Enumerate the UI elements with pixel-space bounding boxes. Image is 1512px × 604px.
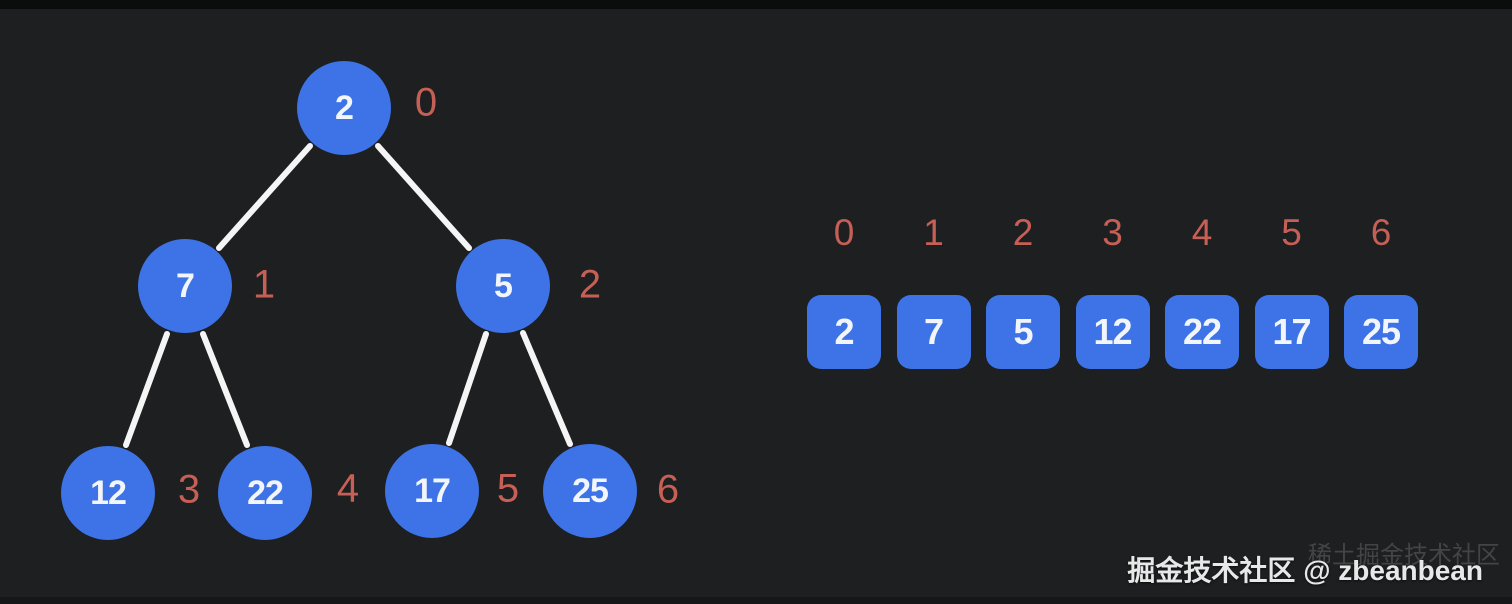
array-cell-1: 7 bbox=[896, 295, 971, 369]
tree-index-label-4: 4 bbox=[336, 466, 360, 511]
edge-root-right bbox=[375, 143, 472, 251]
array-index-2: 2 bbox=[1012, 212, 1034, 253]
tree-index-label-6: 6 bbox=[656, 467, 680, 512]
watermark-main: 掘金技术社区 @ zbeanbean bbox=[1127, 555, 1483, 586]
array-index-3: 3 bbox=[1102, 212, 1123, 253]
tree-node-2: 5 bbox=[456, 239, 550, 333]
tree-node-6: 25 bbox=[543, 444, 637, 538]
edge-root-left bbox=[216, 143, 313, 251]
bottom-border-strip bbox=[0, 597, 1512, 604]
edge-right-right bbox=[520, 330, 573, 447]
array-cell-6: 25 bbox=[1344, 295, 1418, 369]
tree-node-4: 22 bbox=[218, 446, 312, 540]
top-border-strip bbox=[0, 0, 1512, 9]
array-cell-2: 5 bbox=[986, 295, 1060, 369]
tree-node-3: 12 bbox=[61, 446, 155, 540]
edge-left-right bbox=[200, 331, 250, 448]
tree-node-0: 2 bbox=[297, 61, 391, 155]
array-index-1: 1 bbox=[923, 212, 944, 253]
edge-left-left bbox=[123, 331, 170, 448]
array-cell-5: 17 bbox=[1254, 295, 1329, 369]
edge-right-left bbox=[446, 331, 489, 446]
watermark-faint: 稀土掘金技术社区 bbox=[1308, 542, 1500, 569]
tree-index-label-0: 0 bbox=[414, 80, 438, 125]
array-cell-0: 2 bbox=[807, 295, 881, 369]
tree-node-1: 7 bbox=[138, 239, 232, 333]
array-index-6: 6 bbox=[1370, 212, 1392, 253]
array-index-5: 5 bbox=[1281, 212, 1302, 253]
tree-node-5: 17 bbox=[385, 444, 479, 538]
tree-index-label-2: 2 bbox=[578, 262, 602, 307]
array-cell-row: 2 7 5 12 22 17 25 bbox=[807, 295, 1418, 369]
array-index-row: 0 1 2 3 4 5 6 bbox=[807, 212, 1418, 254]
tree-index-label-5: 5 bbox=[496, 466, 520, 511]
array-index-4: 4 bbox=[1191, 212, 1213, 253]
tree-index-label-1: 1 bbox=[252, 262, 276, 307]
tree-index-label-3: 3 bbox=[177, 467, 201, 512]
array-cell-3: 12 bbox=[1075, 295, 1150, 369]
array-cell-4: 22 bbox=[1165, 295, 1239, 369]
array-index-0: 0 bbox=[833, 212, 855, 253]
